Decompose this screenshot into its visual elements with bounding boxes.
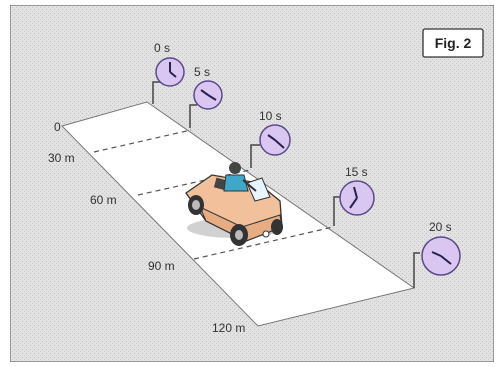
diagram-canvas: 0 30 m 60 m 90 m 120 m 0 s 5 s 10 s 15 s…: [9, 4, 495, 363]
time-label-0s: 0 s: [154, 41, 170, 55]
time-label-20s: 20 s: [429, 220, 452, 234]
time-label-15s: 15 s: [345, 165, 368, 179]
line-60m: [137, 169, 251, 196]
diagram-frame: 0 30 m 60 m 90 m 120 m 0 s 5 s 10 s 15 s…: [9, 4, 495, 363]
distance-label-60m: 60 m: [90, 193, 117, 207]
post-0s: [152, 81, 162, 104]
line-90m: [193, 226, 334, 260]
clock-10s: [259, 124, 291, 156]
post-20s: [413, 252, 420, 288]
distance-label-0: 0: [54, 120, 61, 134]
distance-label-90m: 90 m: [148, 259, 175, 273]
clock-20s: [421, 236, 461, 276]
clock-15s: [339, 180, 375, 216]
figure-label-box: Fig. 2: [422, 28, 484, 58]
post-10s: [250, 144, 260, 168]
distance-lines: [93, 129, 334, 260]
distance-label-30m: 30 m: [48, 151, 75, 165]
line-30m: [93, 129, 192, 153]
clock-5s: [193, 80, 223, 110]
time-label-5s: 5 s: [194, 65, 210, 79]
figure-label: Fig. 2: [435, 35, 472, 51]
car-illustration: [185, 162, 283, 246]
time-label-10s: 10 s: [259, 109, 282, 123]
distance-label-120m: 120 m: [212, 321, 245, 335]
post-5s: [189, 104, 197, 128]
clock-0s: [155, 57, 185, 87]
